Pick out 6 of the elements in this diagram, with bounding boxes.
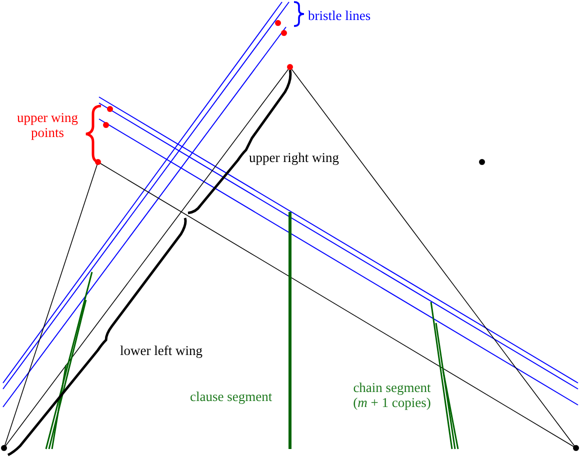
bristle-lines-label: bristle lines: [308, 8, 371, 23]
lower-left-wing-label: lower left wing: [120, 343, 202, 358]
chain-segment-label: chain segment (m + 1 copies): [352, 380, 432, 410]
upper-right-wing-label: upper right wing: [249, 150, 339, 165]
clause-segment-label: clause segment: [190, 389, 272, 404]
upper-wing-points-label: upper wing points: [16, 110, 80, 140]
